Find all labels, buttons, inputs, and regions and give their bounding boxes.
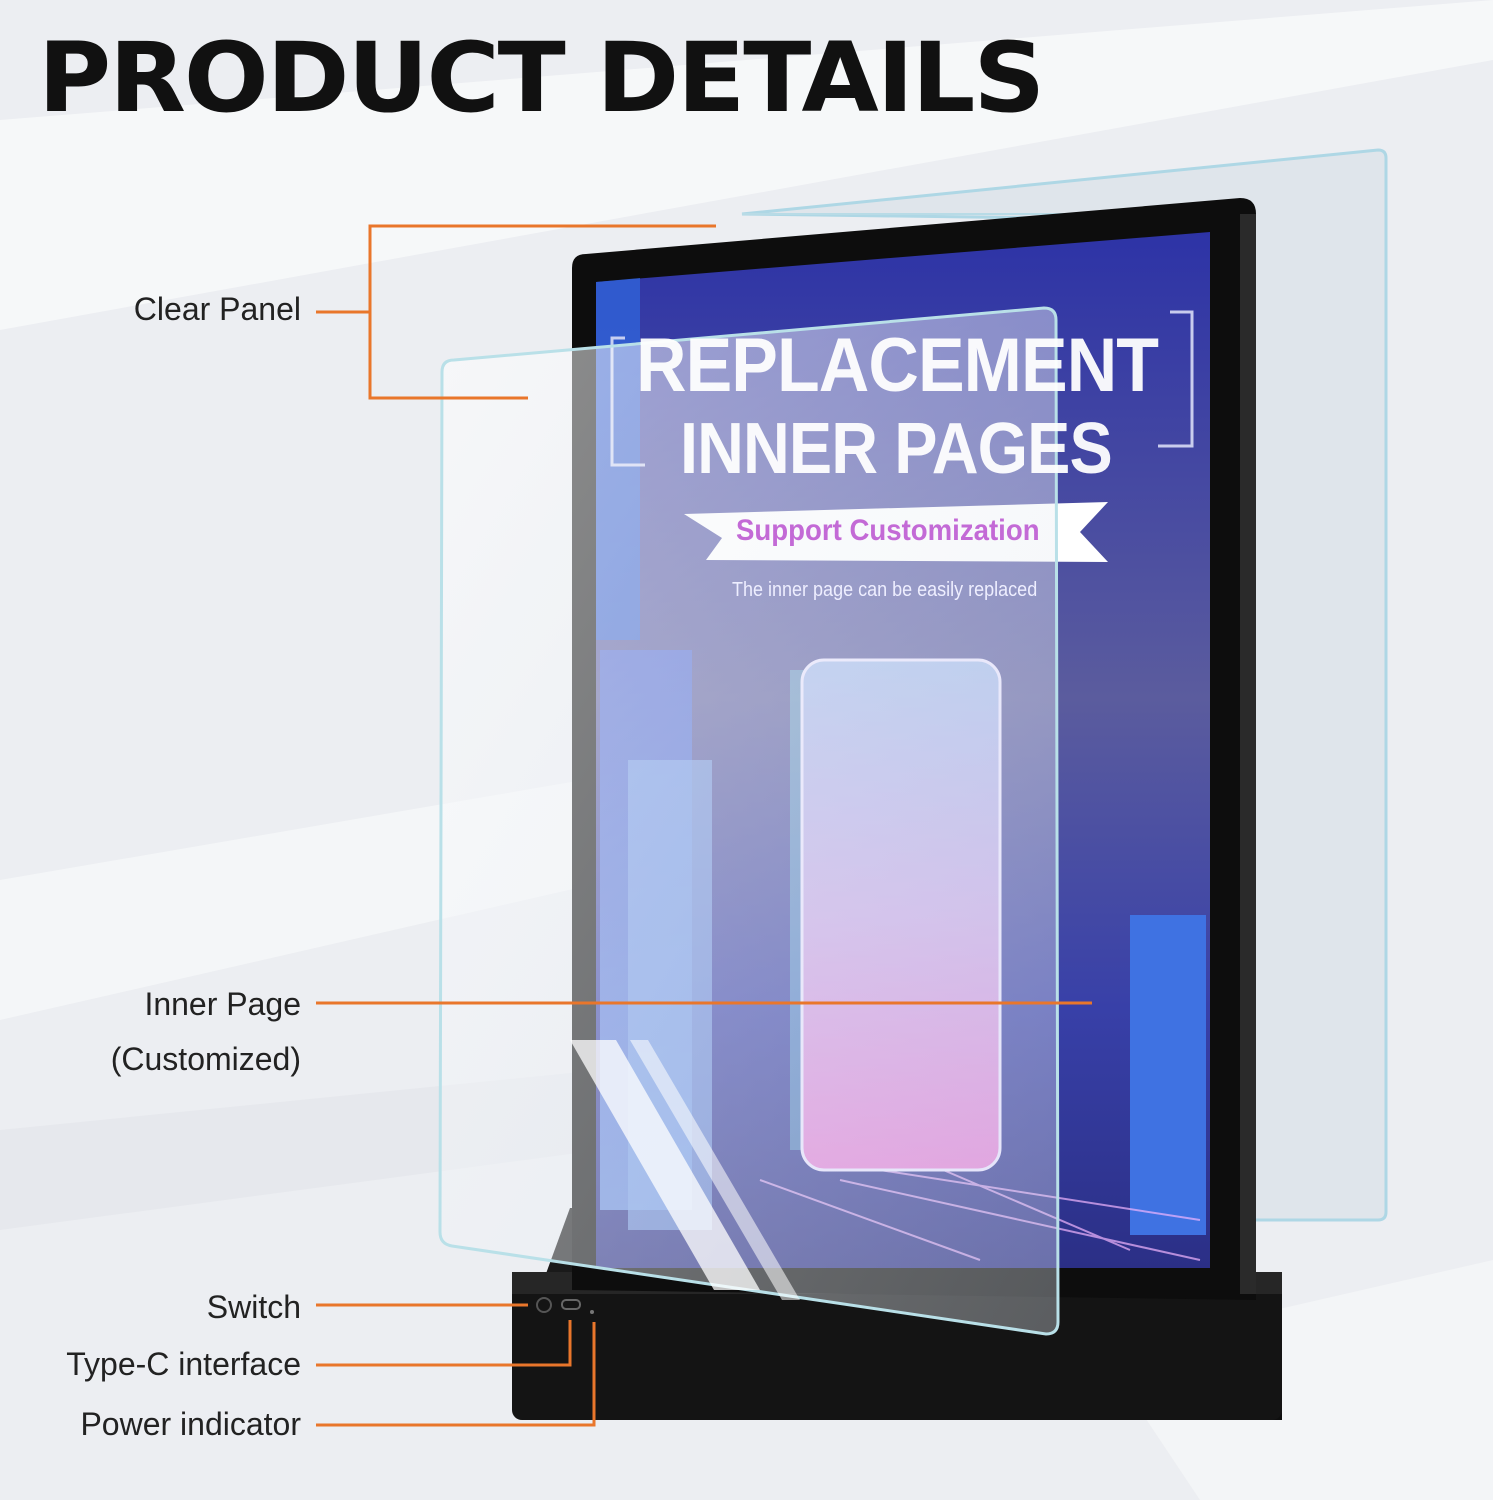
screen-headline-line2: INNER PAGES <box>680 409 1113 489</box>
front-clear-panel <box>438 306 1060 1336</box>
screen-subtitle: The inner page can be easily replaced <box>732 579 1038 601</box>
clear-panel-label: Clear Panel <box>133 291 301 327</box>
power-indicator-label: Power indicator <box>80 1406 301 1442</box>
inner-page-label-sub: (Customized) <box>110 1041 301 1077</box>
switch-icon <box>536 1297 552 1313</box>
inner-page-label: Inner Page <box>144 986 301 1022</box>
switch-label: Switch <box>206 1289 301 1325</box>
type-c-port-icon <box>561 1299 581 1310</box>
page-title: PRODUCT DETAILS <box>38 22 1045 134</box>
screen-ribbon-text: Support Customization <box>736 514 1040 547</box>
screen-headline-line1: REPLACEMENT <box>636 323 1159 408</box>
clear-panel-bracket <box>368 224 716 400</box>
type-c-leader <box>316 1320 572 1367</box>
type-c-label: Type-C interface <box>66 1346 301 1382</box>
power-indicator-leader <box>316 1322 596 1427</box>
power-indicator-icon <box>590 1310 594 1314</box>
